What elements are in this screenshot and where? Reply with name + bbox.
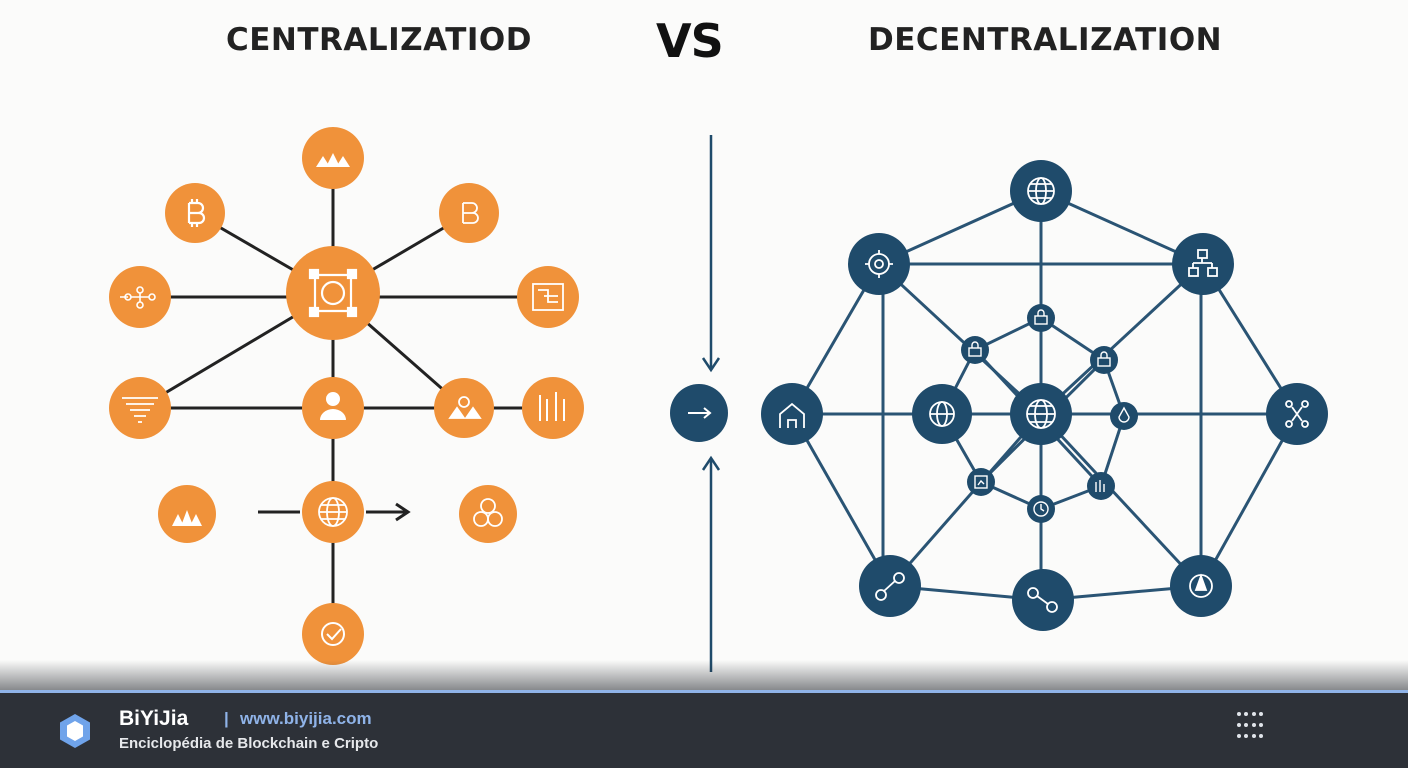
brand-name: BiYiJia (119, 707, 189, 730)
globe-icon (1027, 177, 1055, 205)
mesh-edge (888, 413, 1043, 587)
filter-icon (122, 397, 158, 423)
node (848, 233, 910, 295)
check-icon (321, 622, 345, 646)
mesh-edge (790, 413, 892, 587)
padlocks-icon (316, 153, 350, 167)
hierarchy-icon (1188, 249, 1218, 277)
circles-icon (473, 498, 503, 527)
network-icon (1285, 400, 1309, 428)
circuit-icon (532, 283, 564, 311)
small-node (961, 336, 989, 364)
footer-separator: | (224, 709, 229, 728)
lock-icon (968, 341, 982, 357)
gear-icon (865, 250, 893, 278)
node (1172, 233, 1234, 295)
central-hub-node (286, 246, 380, 340)
drop-icon (1118, 406, 1130, 423)
compass-icon (1189, 573, 1213, 598)
small-node (1110, 402, 1138, 430)
node (761, 383, 823, 445)
small-node (1087, 472, 1115, 500)
user-icon (320, 392, 346, 420)
down-arrow-head (701, 357, 721, 373)
chart-icon (1095, 480, 1105, 492)
node (459, 485, 517, 543)
decentralized-nodes (761, 160, 1328, 631)
decentralized-network (790, 189, 1299, 602)
lock-icon (1097, 351, 1111, 367)
up-arrow-head (701, 455, 721, 471)
vs-label: VS (656, 14, 724, 68)
dots-grid-icon[interactable] (1234, 709, 1266, 741)
network-icon (120, 286, 156, 309)
bitcoin-icon (187, 199, 206, 227)
tagline: Enciclopédia de Blockchain e Cripto (119, 735, 379, 752)
node (109, 377, 171, 439)
mesh-edge (1039, 262, 1205, 416)
comparison-diagram (109, 127, 1328, 672)
globe-icon (318, 497, 348, 527)
small-node (1090, 346, 1118, 374)
small-node (1027, 304, 1055, 332)
arrowhead (395, 502, 411, 522)
bitcoin-icon (462, 202, 479, 224)
biyijia-logo-icon (60, 714, 90, 748)
centralized-nodes (109, 127, 584, 665)
globe-icon (929, 401, 955, 427)
footer-bar: BiYiJia | www.biyijia.com Enciclopédia d… (0, 690, 1408, 768)
globe-icon (1026, 399, 1056, 429)
center-divider (701, 135, 721, 672)
bar-chart-icon (539, 392, 565, 421)
footer-shadow (0, 660, 1408, 690)
mesh-edge (1199, 413, 1299, 587)
hub-square-icon (308, 268, 358, 318)
mesh-edge (877, 262, 1043, 416)
home-icon (779, 402, 805, 428)
node (302, 603, 364, 665)
node-link-icon (875, 572, 905, 601)
people-icon (172, 510, 202, 526)
centralization-title: CENTRALIZATIOD (226, 22, 532, 58)
node-link-icon (1027, 587, 1058, 613)
chart-icon (974, 475, 988, 489)
decentralization-title: DECENTRALIZATION (868, 22, 1223, 58)
node (302, 377, 364, 439)
lock-icon (1034, 309, 1048, 325)
node (522, 377, 584, 439)
mesh-edge (1039, 412, 1203, 588)
right-arrow-icon (688, 407, 712, 419)
website-link[interactable]: www.biyijia.com (240, 709, 372, 728)
people-icon (448, 396, 482, 419)
node (434, 378, 494, 438)
clock-icon (1033, 501, 1049, 517)
